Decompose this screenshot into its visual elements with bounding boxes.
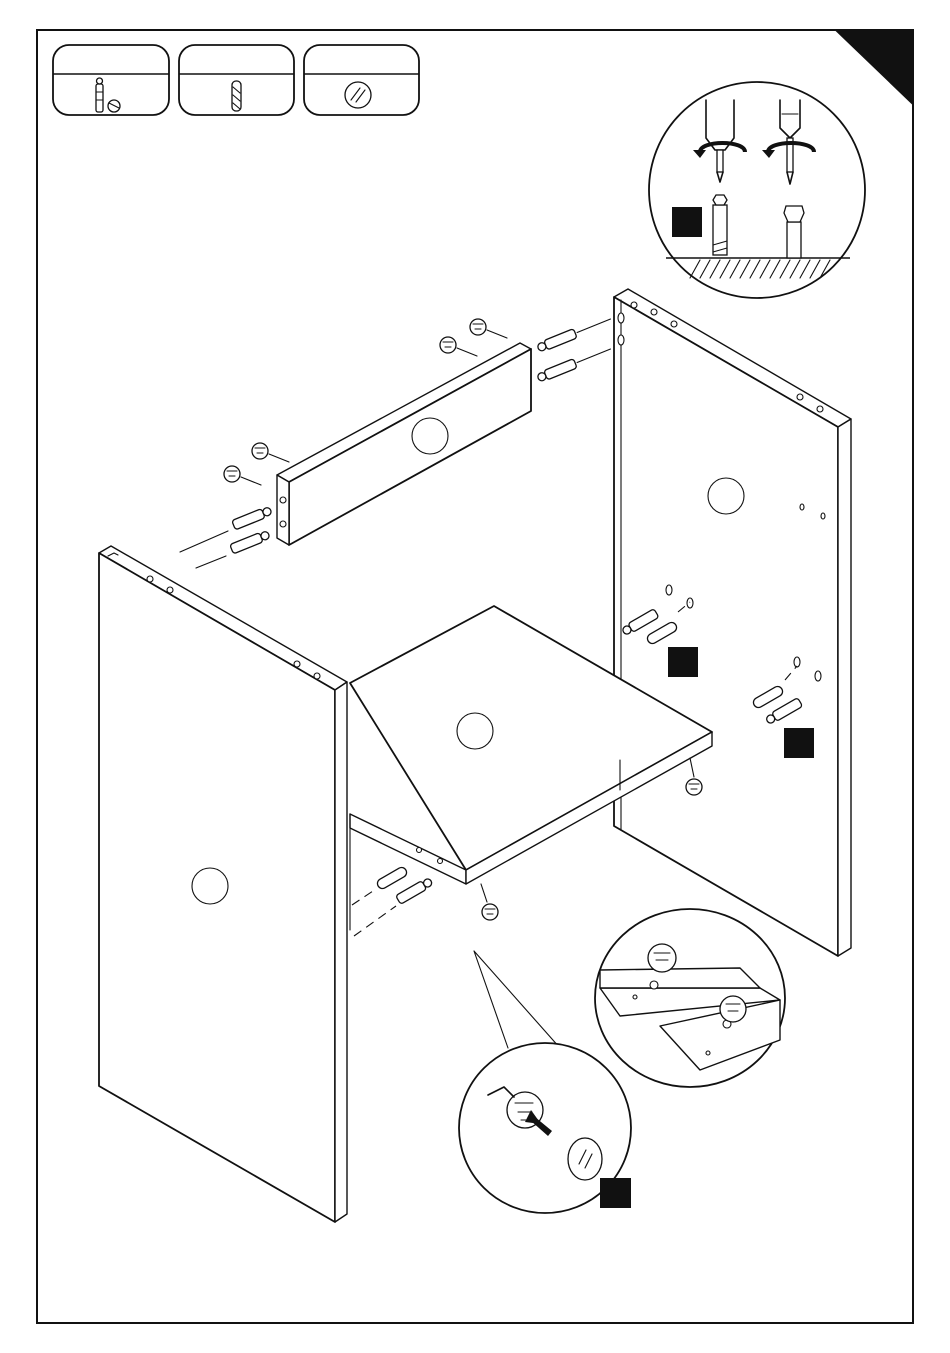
cover-cap-icon (345, 82, 371, 108)
panel-label-circle (192, 868, 228, 904)
cover-cap-large (568, 1138, 602, 1180)
step-marker-dowels-right-lower (784, 728, 814, 758)
step-marker-dowels-right-panel (668, 647, 698, 677)
legend-box-cam-fittings (53, 45, 169, 115)
panel-label-circle (708, 478, 744, 514)
step-marker-cover-cap (600, 1178, 631, 1208)
page-corner-tab (836, 30, 913, 104)
legend-box-dowels (179, 45, 294, 115)
left-side-panel (99, 546, 347, 1222)
panel-label-circle (412, 418, 448, 454)
cam-installed-detail-callout (595, 909, 785, 1087)
cam-bolts-top-rail-right (536, 314, 612, 382)
parts-legend (53, 45, 419, 115)
wooden-dowel-icon (232, 81, 241, 111)
cam-bolts-top-rail-left (180, 506, 273, 568)
panel-label-circle (457, 713, 493, 749)
screwdriver-detail-callout (649, 82, 865, 298)
top-rail-panel (277, 343, 531, 545)
legend-box-cover-caps (304, 45, 419, 115)
dowels-shelf-left (352, 866, 434, 936)
step-marker-screwdriver (672, 207, 702, 237)
